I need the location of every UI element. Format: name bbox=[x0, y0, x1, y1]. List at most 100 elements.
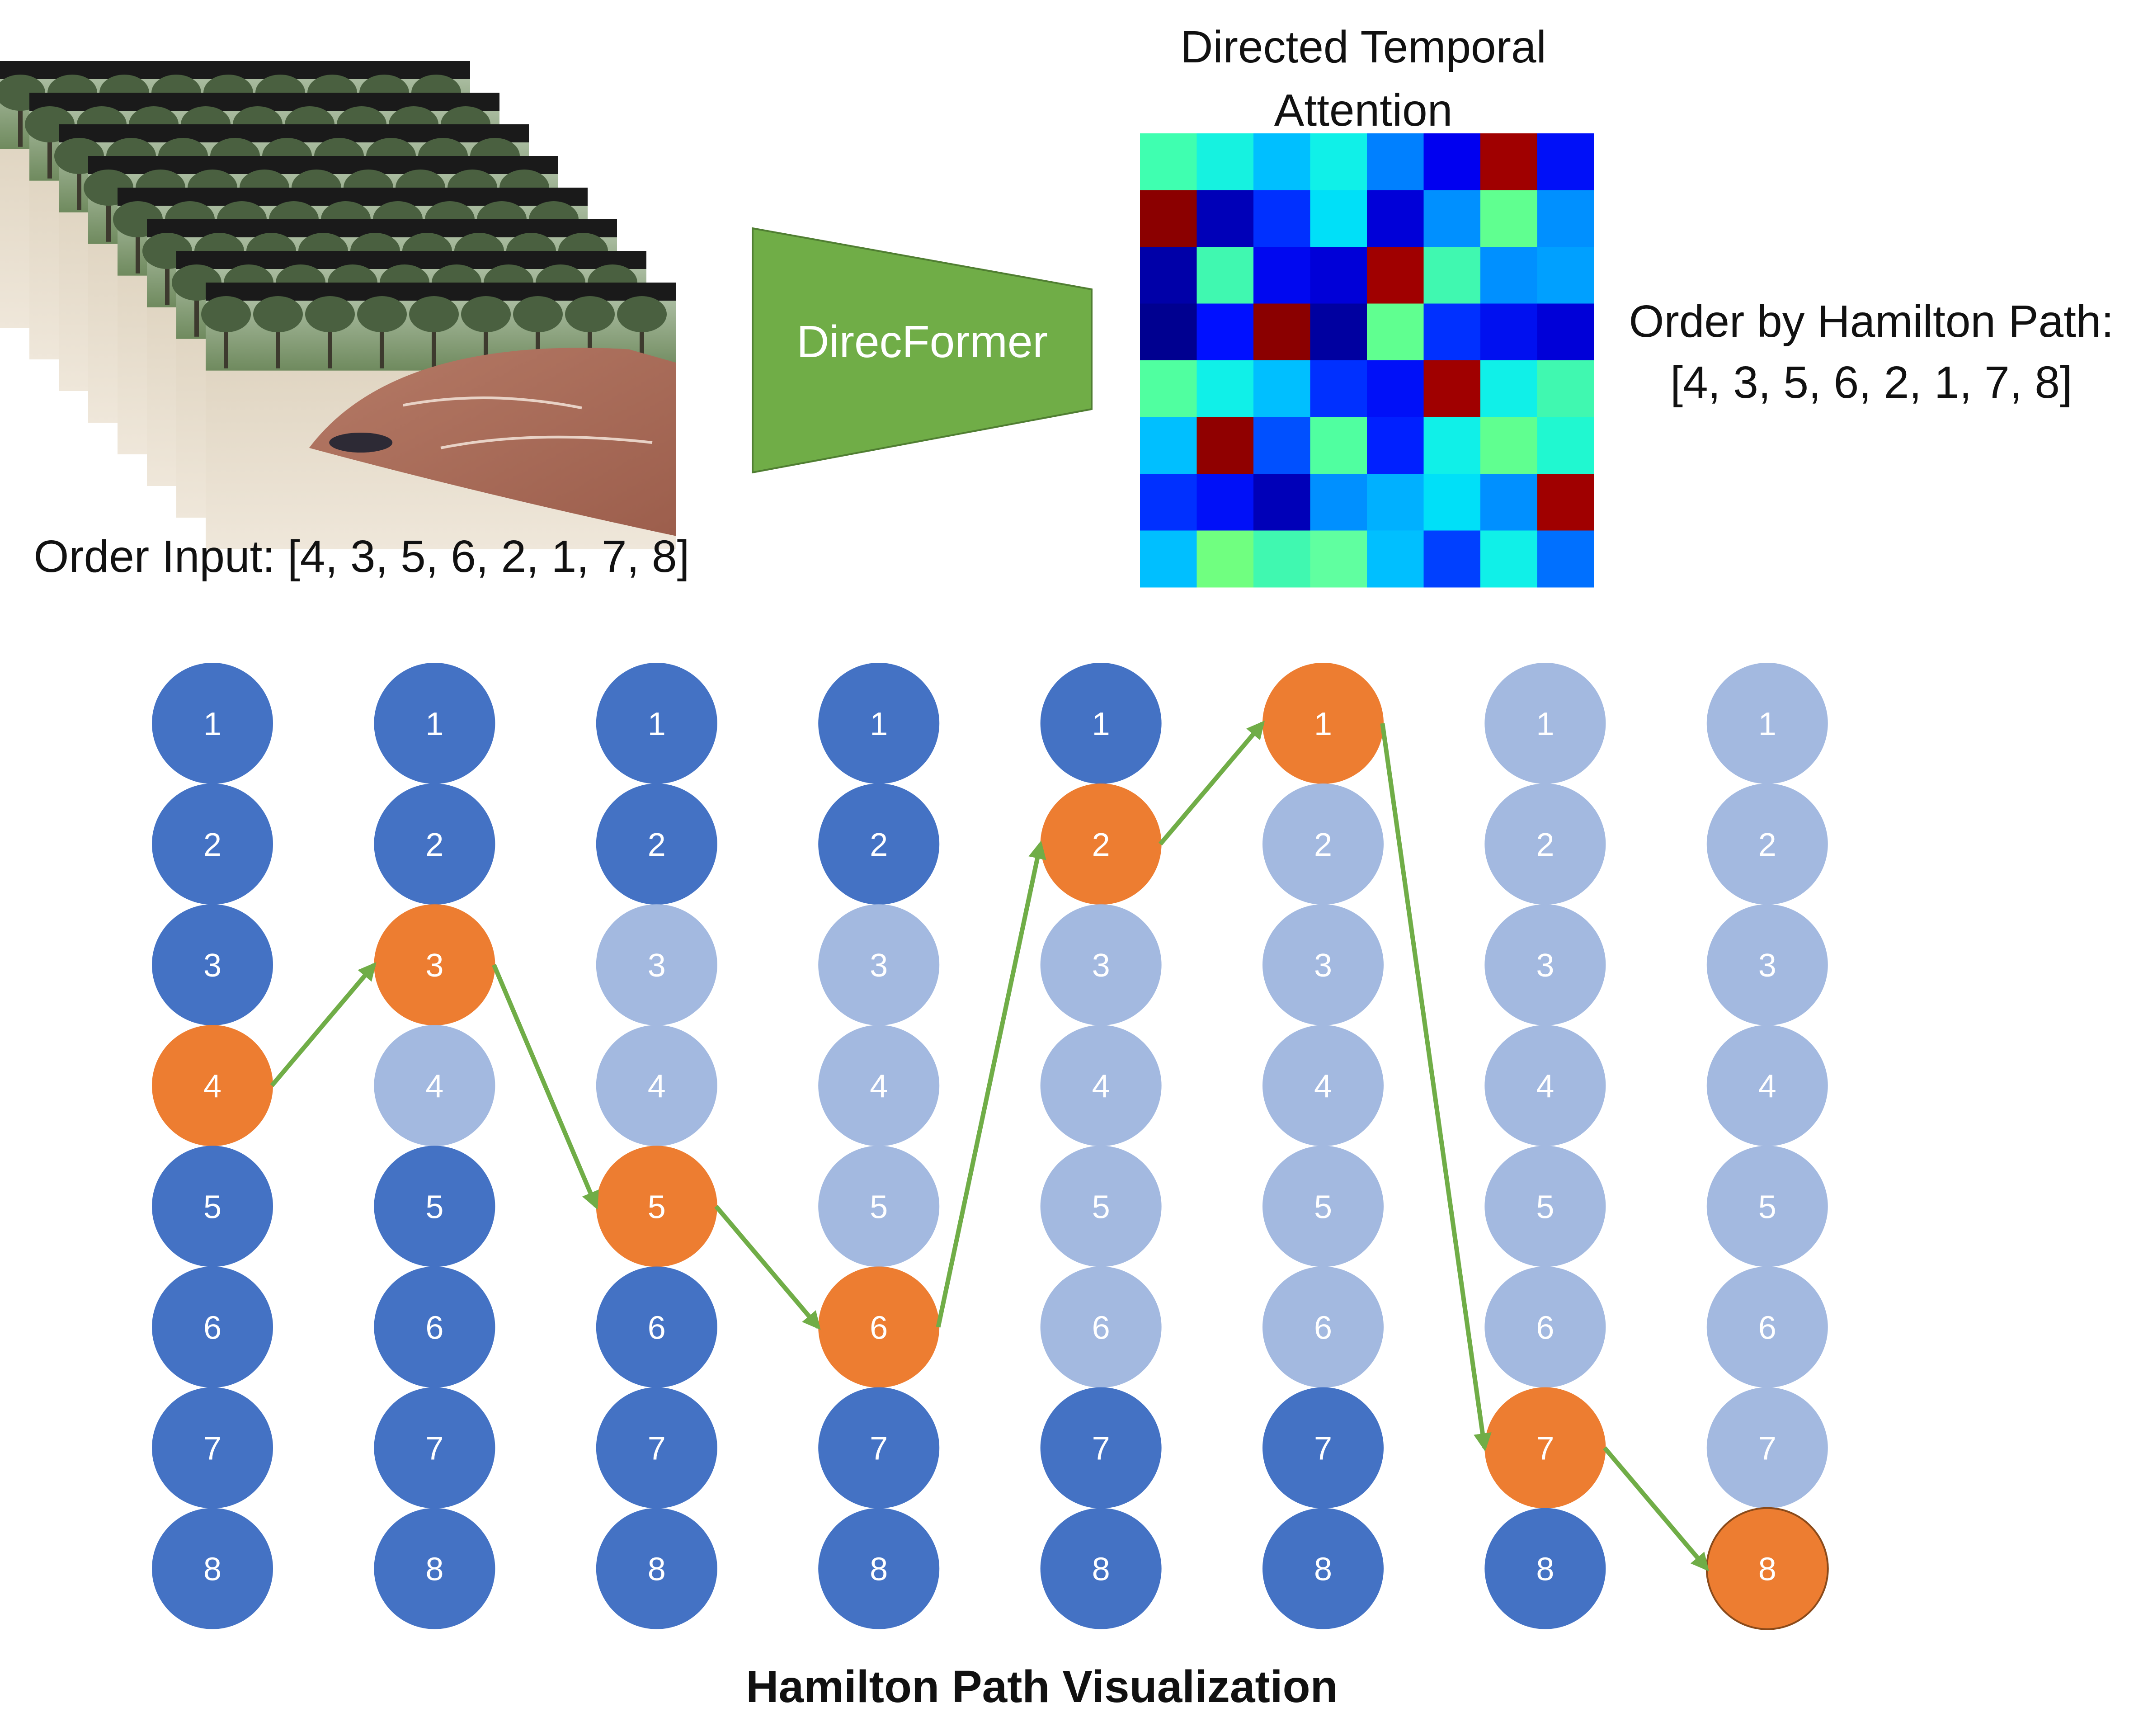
heatmap-cell bbox=[1537, 133, 1594, 190]
node-label: 5 bbox=[870, 1189, 888, 1225]
heatmap-cell bbox=[1367, 360, 1424, 417]
node-label: 2 bbox=[1092, 827, 1110, 863]
heatmap-cell bbox=[1480, 530, 1537, 588]
node-label: 5 bbox=[1758, 1189, 1776, 1225]
path-node-visited: 6 bbox=[1484, 1266, 1606, 1388]
node-circle bbox=[152, 663, 273, 784]
heatmap-cell bbox=[1310, 190, 1367, 247]
node-circle bbox=[1484, 1025, 1606, 1146]
node-label: 7 bbox=[203, 1431, 221, 1467]
path-node-unvisited: 2 bbox=[152, 783, 273, 905]
path-node-unvisited: 7 bbox=[374, 1387, 495, 1509]
heatmap-cell bbox=[1253, 530, 1310, 588]
node-label: 8 bbox=[1314, 1552, 1332, 1588]
node-label: 2 bbox=[1536, 827, 1554, 863]
heatmap-cell bbox=[1423, 247, 1481, 304]
attention-title-line1: Directed Temporal bbox=[1180, 22, 1546, 72]
path-arrow bbox=[492, 964, 599, 1210]
node-label: 3 bbox=[1314, 948, 1332, 984]
node-label: 2 bbox=[1314, 827, 1332, 863]
heatmap-cell bbox=[1140, 417, 1197, 474]
path-node-unvisited: 8 bbox=[596, 1508, 717, 1629]
node-circle bbox=[596, 1508, 717, 1629]
node-label: 7 bbox=[1314, 1431, 1332, 1467]
path-node-visited: 3 bbox=[818, 904, 940, 1026]
node-circle bbox=[596, 663, 717, 784]
heatmap-cell bbox=[1196, 417, 1254, 474]
node-circle bbox=[1262, 1146, 1384, 1267]
path-arrow bbox=[1380, 723, 1492, 1452]
output-order-title: Order by Hamilton Path: bbox=[1629, 296, 2114, 347]
path-node-unvisited: 1 bbox=[152, 663, 273, 784]
node-label: 8 bbox=[1758, 1552, 1776, 1588]
heatmap-cell bbox=[1537, 247, 1594, 304]
node-label: 8 bbox=[870, 1552, 888, 1588]
node-label: 2 bbox=[648, 827, 666, 863]
node-label: 2 bbox=[203, 827, 221, 863]
path-arrow bbox=[1159, 720, 1265, 846]
heatmap-cell bbox=[1140, 133, 1197, 190]
node-label: 4 bbox=[1536, 1068, 1554, 1104]
path-node-visited: 3 bbox=[596, 904, 717, 1026]
heatmap-cell bbox=[1367, 417, 1424, 474]
node-label: 3 bbox=[1758, 948, 1776, 984]
path-node-visited: 3 bbox=[1040, 904, 1162, 1026]
node-label: 6 bbox=[870, 1310, 888, 1346]
node-label: 1 bbox=[648, 706, 666, 742]
path-arrow bbox=[1602, 1446, 1709, 1571]
heatmap-cell bbox=[1253, 474, 1310, 531]
node-circle bbox=[1484, 1266, 1606, 1388]
path-node-unvisited: 2 bbox=[818, 783, 940, 905]
heatmap-cell bbox=[1537, 190, 1594, 247]
node-label: 4 bbox=[425, 1068, 443, 1104]
heatmap-cell bbox=[1423, 133, 1481, 190]
heatmap-cell bbox=[1480, 133, 1537, 190]
path-node-visited: 1 bbox=[1706, 663, 1828, 784]
node-circle bbox=[1706, 1025, 1828, 1146]
path-node-visited: 3 bbox=[1262, 904, 1384, 1026]
heatmap-cell bbox=[1310, 417, 1367, 474]
node-circle bbox=[374, 1146, 495, 1267]
path-node-visited: 4 bbox=[1484, 1025, 1606, 1146]
heatmap-cell bbox=[1367, 303, 1424, 361]
path-node-unvisited: 6 bbox=[596, 1266, 717, 1388]
path-node-unvisited: 2 bbox=[374, 783, 495, 905]
node-label: 1 bbox=[203, 706, 221, 742]
heatmap-cell bbox=[1480, 247, 1537, 304]
node-circle bbox=[1484, 1146, 1606, 1267]
node-label: 2 bbox=[1758, 827, 1776, 863]
node-label: 5 bbox=[648, 1189, 666, 1225]
node-label: 5 bbox=[1092, 1189, 1110, 1225]
node-circle bbox=[818, 1266, 940, 1388]
hamilton-path-arrows bbox=[270, 720, 1709, 1571]
path-node-visited: 5 bbox=[1706, 1146, 1828, 1267]
path-node-active: 3 bbox=[374, 904, 495, 1026]
node-label: 3 bbox=[1092, 948, 1110, 984]
node-label: 5 bbox=[1536, 1189, 1554, 1225]
node-circle bbox=[152, 1266, 273, 1388]
node-circle bbox=[374, 904, 495, 1026]
node-label: 7 bbox=[1758, 1431, 1776, 1467]
heatmap-cell bbox=[1310, 247, 1367, 304]
path-arrow bbox=[270, 962, 377, 1087]
path-node-unvisited: 7 bbox=[1262, 1387, 1384, 1509]
node-circle bbox=[374, 1508, 495, 1629]
heatmap-cell bbox=[1423, 303, 1481, 361]
node-circle bbox=[1040, 1146, 1162, 1267]
path-node-unvisited: 5 bbox=[152, 1146, 273, 1267]
path-node-visited: 3 bbox=[1484, 904, 1606, 1026]
output-order-value: [4, 3, 5, 6, 2, 1, 7, 8] bbox=[1670, 357, 2072, 408]
node-circle bbox=[374, 1387, 495, 1509]
path-node-active: 6 bbox=[818, 1266, 940, 1388]
node-circle bbox=[1484, 783, 1606, 905]
node-circle bbox=[596, 783, 717, 905]
heatmap-cell bbox=[1423, 190, 1481, 247]
heatmap-cell bbox=[1196, 360, 1254, 417]
heatmap-cell bbox=[1537, 530, 1594, 588]
heatmap-cell bbox=[1480, 303, 1537, 361]
heatmap-cell bbox=[1537, 303, 1594, 361]
node-label: 2 bbox=[870, 827, 888, 863]
heatmap-cell bbox=[1310, 530, 1367, 588]
node-circle bbox=[152, 1025, 273, 1146]
path-node-visited: 2 bbox=[1262, 783, 1384, 905]
